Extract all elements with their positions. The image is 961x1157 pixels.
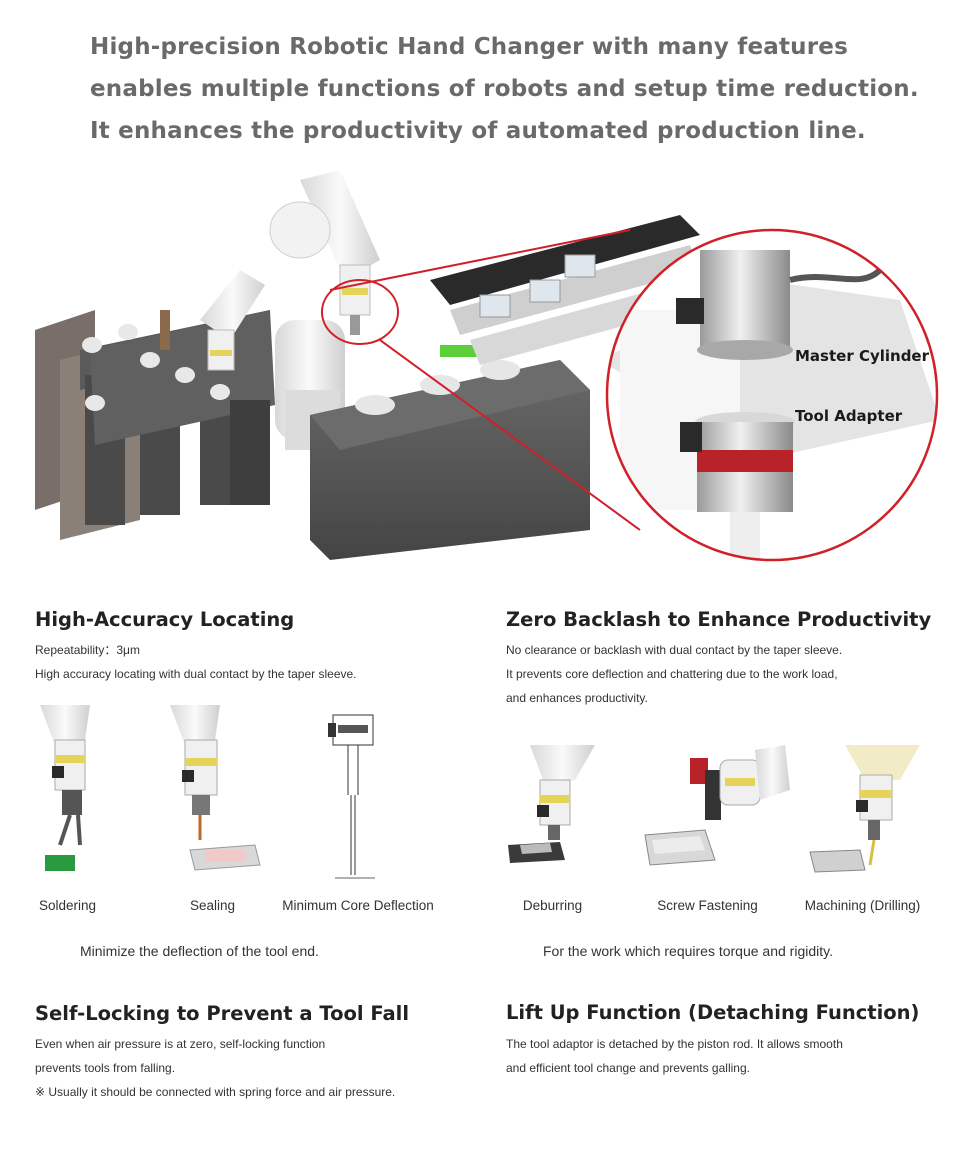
callout-tool-adapter: Tool Adapter (795, 407, 903, 425)
callout-master-cylinder: Master Cylinder (795, 347, 929, 365)
caption-sealing: Sealing (189, 898, 236, 913)
zoom-line-top (329, 229, 631, 291)
accuracy-line-1: Repeatability：3μm (35, 643, 140, 657)
backlash-text: No clearance or backlash with dual conta… (506, 638, 842, 710)
backlash-summary: For the work which requires torque and r… (543, 943, 833, 959)
backlash-illustrations (500, 740, 940, 890)
zoom-source-circle (321, 279, 399, 345)
selflock-text: Even when air pressure is at zero, self-… (35, 1032, 395, 1104)
liftup-text: The tool adaptor is detached by the pist… (506, 1032, 843, 1080)
section-title-liftup: Lift Up Function (Detaching Function) (506, 1001, 920, 1024)
liftup-line-2: and efficient tool change and prevents g… (506, 1061, 750, 1075)
accuracy-illustrations (30, 700, 470, 890)
caption-min-core-deflection: Minimum Core Deflection (282, 898, 434, 913)
section-title-selflock: Self-Locking to Prevent a Tool Fall (35, 1002, 410, 1025)
tool-stand-left (35, 310, 275, 540)
accuracy-text: Repeatability：3μm High accuracy locating… (35, 638, 357, 686)
backlash-line-2: It prevents core deflection and chatteri… (506, 667, 838, 681)
section-title-backlash: Zero Backlash to Enhance Productivity (506, 608, 932, 631)
selflock-line-1: Even when air pressure is at zero, self-… (35, 1037, 326, 1051)
caption-screw-fastening: Screw Fastening (657, 898, 758, 913)
main-robot (269, 170, 380, 450)
liftup-line-1: The tool adaptor is detached by the pist… (506, 1037, 843, 1051)
caption-soldering: Soldering (38, 898, 97, 913)
hero-illustration: Master Cylinder Tool Adapter (0, 160, 961, 580)
caption-deburring: Deburring (522, 898, 583, 913)
hand-changer-closeup (607, 250, 937, 560)
accuracy-summary: Minimize the deflection of the tool end. (80, 943, 319, 959)
soldering-image (40, 705, 375, 879)
selflock-note: ※ Usually it should be connected with sp… (35, 1085, 396, 1099)
section-title-accuracy: High-Accuracy Locating (35, 608, 295, 631)
headline-line-3: It enhances the productivity of automate… (90, 118, 866, 144)
deburring-image (508, 745, 920, 873)
small-robot-arm (200, 270, 265, 371)
selflock-line-2: prevents tools from falling. (35, 1061, 176, 1075)
backlash-line-3: and enhances productivity. (506, 691, 648, 705)
backlash-line-1: No clearance or backlash with dual conta… (506, 643, 843, 657)
headline-line-2: enables multiple functions of robots and… (90, 76, 919, 102)
gray-workstation (310, 345, 590, 560)
caption-machining-drilling: Machining (Drilling) (804, 898, 921, 913)
headline-line-1: High-precision Robotic Hand Changer with… (90, 34, 848, 60)
accuracy-line-2: High accuracy locating with dual contact… (35, 667, 357, 681)
zoom-line-bottom (379, 339, 641, 531)
production-line-image (35, 170, 939, 562)
headline: High-precision Robotic Hand Changer with… (90, 26, 930, 152)
zoom-circle-border (605, 228, 939, 562)
